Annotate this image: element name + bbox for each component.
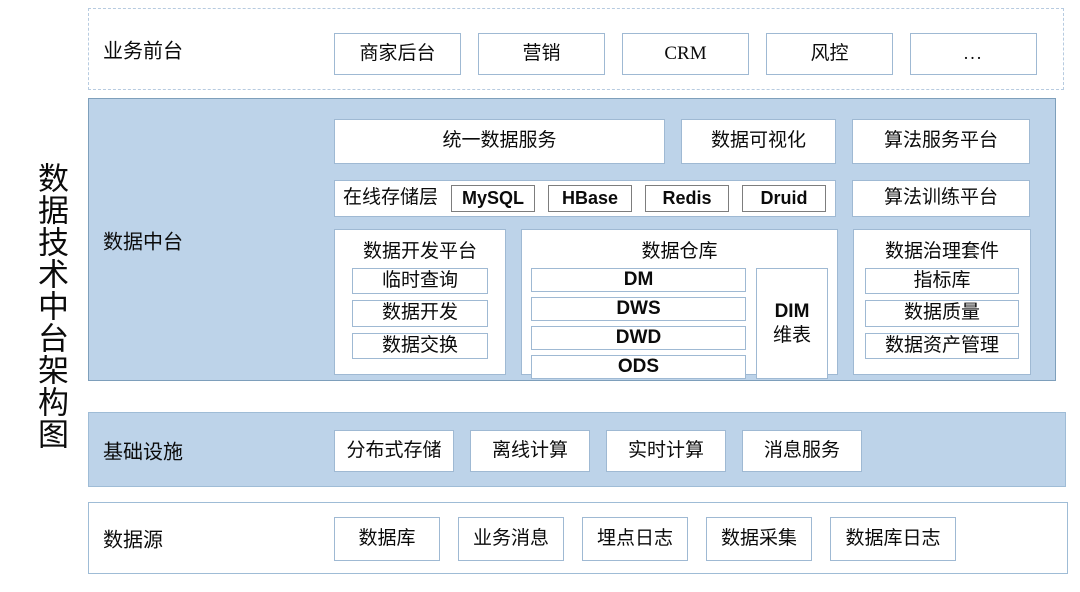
diagram-vertical-title: 数据技术中台架构图 <box>33 162 68 450</box>
node-dws-layer[interactable]: DWS <box>531 297 746 321</box>
node-tracking-log[interactable]: 埋点日志 <box>582 517 688 561</box>
node-risk-control[interactable]: 风控 <box>766 33 893 75</box>
node-algorithm-training-platform[interactable]: 算法训练平台 <box>852 180 1030 217</box>
chip-mysql[interactable]: MySQL <box>451 185 536 212</box>
warehouse-body: DM DWS DWD ODS DIM 维表 <box>531 268 828 384</box>
node-unified-data-service[interactable]: 统一数据服务 <box>334 119 665 164</box>
node-message-service[interactable]: 消息服务 <box>742 430 862 472</box>
node-data-visualization[interactable]: 数据可视化 <box>681 119 836 164</box>
layer-infrastructure: 基础设施 分布式存储 离线计算 实时计算 消息服务 <box>88 412 1066 487</box>
data-source-node-row: 数据库 业务消息 埋点日志 数据采集 数据库日志 <box>334 517 956 561</box>
business-front-node-row: 商家后台 营销 CRM 风控 ... <box>334 33 1037 75</box>
node-data-collection[interactable]: 数据采集 <box>706 517 812 561</box>
node-more-ellipsis[interactable]: ... <box>910 33 1037 75</box>
node-database-log[interactable]: 数据库日志 <box>830 517 956 561</box>
panel-title-data-governance-suite: 数据治理套件 <box>884 241 999 262</box>
node-data-exchange[interactable]: 数据交换 <box>352 332 488 359</box>
panel-data-governance-suite: 数据治理套件 指标库 数据质量 数据资产管理 <box>853 229 1031 375</box>
chip-redis[interactable]: Redis <box>645 185 730 212</box>
layer-business-front: 业务前台 商家后台 营销 CRM 风控 ... <box>88 8 1064 90</box>
node-ods-layer[interactable]: ODS <box>531 355 746 379</box>
node-data-asset-management[interactable]: 数据资产管理 <box>865 332 1019 359</box>
node-crm[interactable]: CRM <box>622 33 749 75</box>
dim-name-label: 维表 <box>772 324 811 346</box>
panel-data-development-platform: 数据开发平台 临时查询 数据开发 数据交换 <box>334 229 506 375</box>
layer-data-source: 数据源 数据库 业务消息 埋点日志 数据采集 数据库日志 <box>88 502 1068 574</box>
panel-title-data-warehouse: 数据仓库 <box>641 241 718 262</box>
node-merchant-backend[interactable]: 商家后台 <box>334 33 461 75</box>
node-dwd-layer[interactable]: DWD <box>531 326 746 350</box>
dim-code-label: DIM <box>774 300 810 322</box>
chip-druid[interactable]: Druid <box>742 185 827 212</box>
node-distributed-storage[interactable]: 分布式存储 <box>334 430 454 472</box>
node-dim-dimension-table[interactable]: DIM 维表 <box>756 268 828 379</box>
service-row: 统一数据服务 数据可视化 算法服务平台 <box>334 119 1030 164</box>
layer-label-data-middle-platform: 数据中台 <box>103 231 183 253</box>
infrastructure-node-row: 分布式存储 离线计算 实时计算 消息服务 <box>334 430 862 472</box>
platform-panel-row: 数据开发平台 临时查询 数据开发 数据交换 数据仓库 DM DWS DWD OD… <box>334 229 1031 379</box>
layer-label-infrastructure: 基础设施 <box>103 441 183 463</box>
layer-label-data-source: 数据源 <box>103 529 163 552</box>
node-offline-computing[interactable]: 离线计算 <box>470 430 590 472</box>
panel-data-warehouse: 数据仓库 DM DWS DWD ODS DIM 维表 <box>521 229 838 379</box>
node-dm-layer[interactable]: DM <box>531 268 746 292</box>
storage-row: 在线存储层 MySQL HBase Redis Druid 算法训练平台 <box>334 180 1030 217</box>
node-data-quality[interactable]: 数据质量 <box>865 300 1019 327</box>
node-online-storage-layer: 在线存储层 MySQL HBase Redis Druid <box>334 180 836 217</box>
node-ad-hoc-query[interactable]: 临时查询 <box>352 268 488 295</box>
node-business-message[interactable]: 业务消息 <box>458 517 564 561</box>
node-database[interactable]: 数据库 <box>334 517 440 561</box>
panel-title-data-development-platform: 数据开发平台 <box>362 241 477 262</box>
node-algorithm-service-platform[interactable]: 算法服务平台 <box>852 119 1030 164</box>
layer-label-business-front: 业务前台 <box>103 40 183 63</box>
node-marketing[interactable]: 营销 <box>478 33 605 75</box>
node-data-development[interactable]: 数据开发 <box>352 300 488 327</box>
node-metric-library[interactable]: 指标库 <box>865 268 1019 295</box>
node-realtime-computing[interactable]: 实时计算 <box>606 430 726 472</box>
warehouse-layer-stack: DM DWS DWD ODS <box>531 268 746 384</box>
layer-data-middle-platform: 数据中台 统一数据服务 数据可视化 算法服务平台 在线存储层 MySQL HBa… <box>88 98 1056 381</box>
chip-hbase[interactable]: HBase <box>548 185 633 212</box>
online-storage-label: 在线存储层 <box>343 187 439 209</box>
